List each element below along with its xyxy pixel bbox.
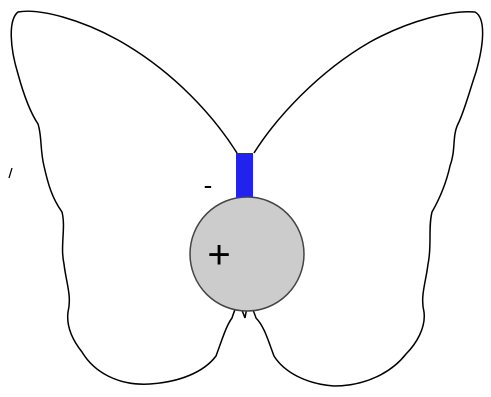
right-wing-outline [244, 11, 484, 387]
ink-stroke-mark [8, 167, 13, 179]
positive-terminal-label: + [207, 233, 230, 277]
negative-terminal-label: - [204, 170, 213, 200]
battery-cell [189, 196, 305, 312]
body-conductor [236, 153, 253, 198]
left-wing-outline [10, 10, 246, 385]
